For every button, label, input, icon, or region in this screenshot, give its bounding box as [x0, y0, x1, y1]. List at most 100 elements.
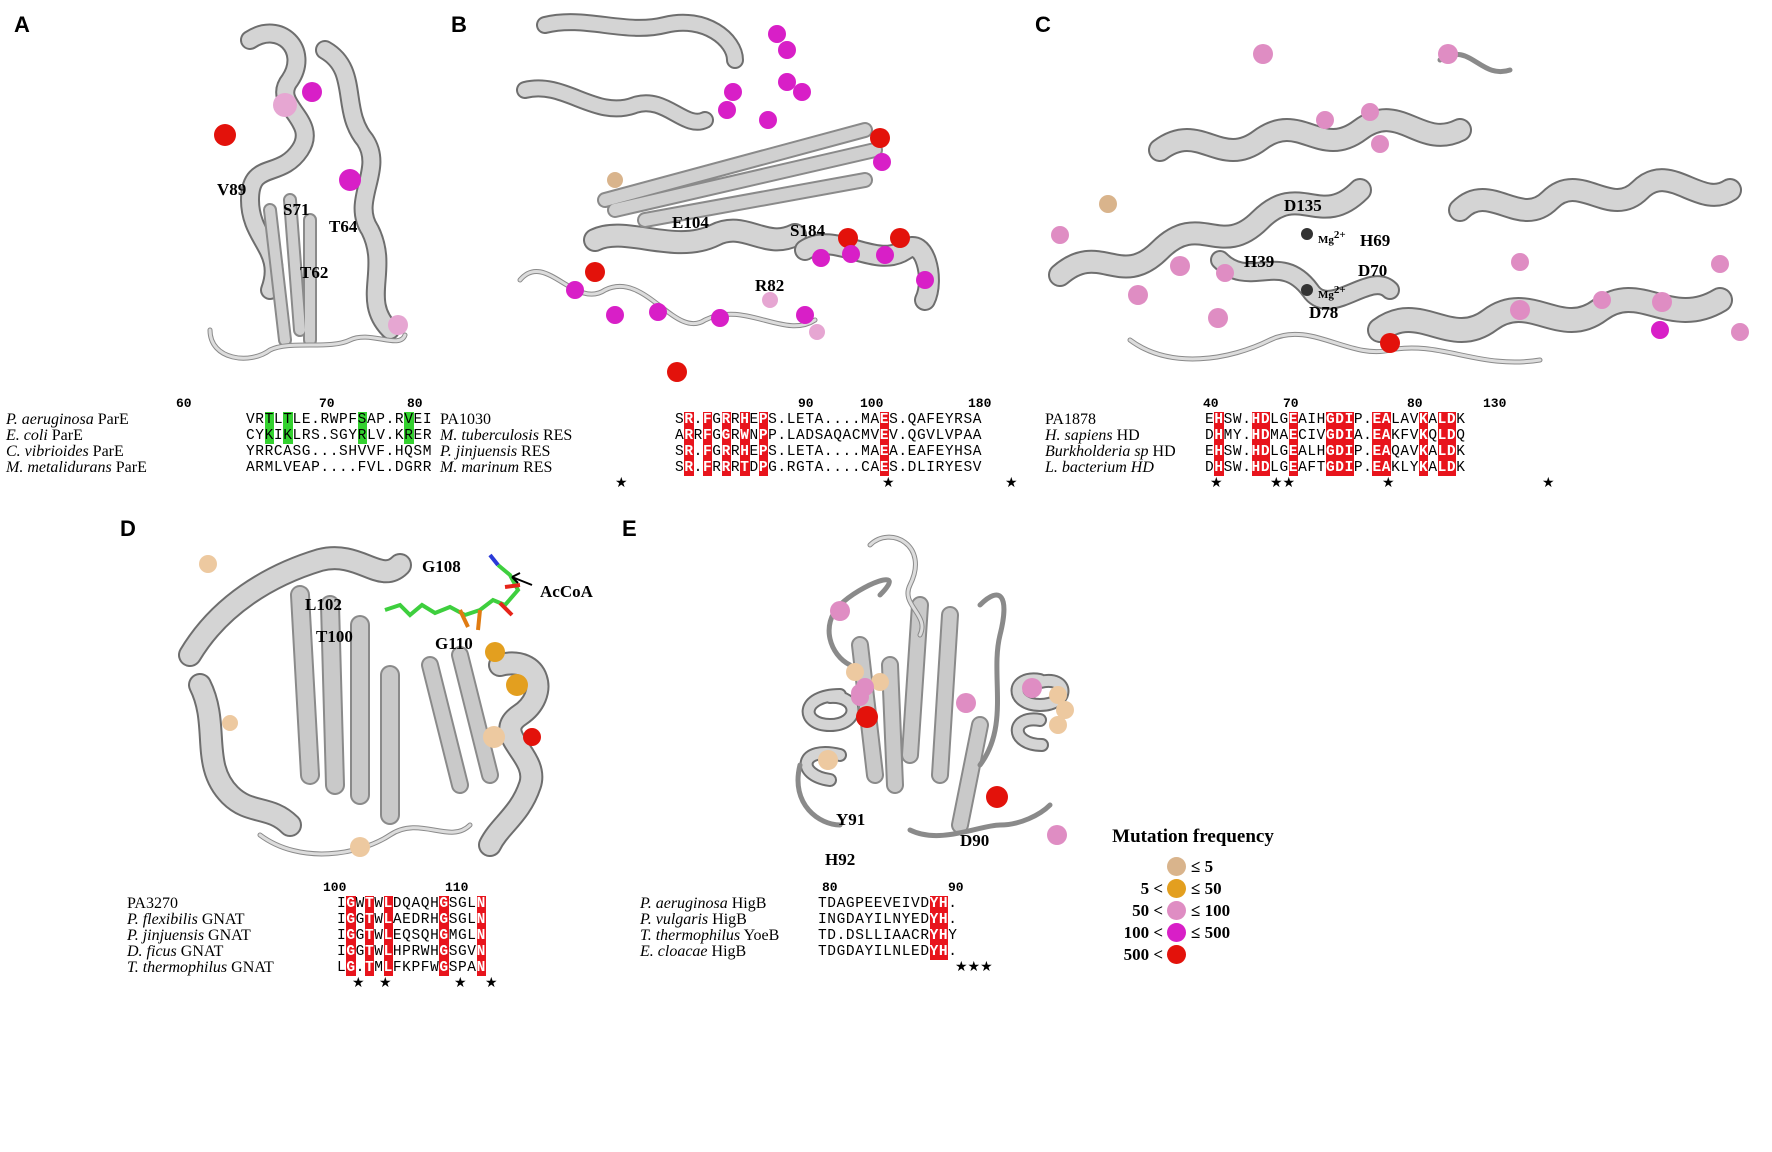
mutation-sphere [842, 245, 860, 263]
mutation-sphere [1047, 825, 1067, 845]
mutation-sphere [222, 715, 238, 731]
alignment-row: P. jinjuensis RES SR.FGRRHEPS.LETA....MA… [440, 443, 983, 460]
ligand-arrow [511, 572, 533, 586]
residue-label: D78 [1309, 303, 1338, 322]
residue-label: G108 [422, 557, 461, 576]
mutation-sphere [1022, 678, 1042, 698]
panel-b-letter: B [451, 12, 467, 37]
panel-d-letter: D [120, 516, 136, 541]
legend-title: Mutation frequency [1112, 826, 1274, 847]
mutation-sphere [724, 83, 742, 101]
mutation-sphere [1361, 103, 1379, 121]
mutation-sphere [830, 601, 850, 621]
residue-label: D90 [960, 831, 989, 850]
mutation-sphere [1438, 44, 1458, 64]
protein-ribbon [1048, 51, 1742, 365]
mutation-sphere [768, 25, 786, 43]
mutation-sphere [606, 306, 624, 324]
residue-label: H69 [1360, 231, 1390, 250]
mutation-sphere [856, 706, 878, 728]
mutation-sphere [1056, 701, 1074, 719]
residue-label: D70 [1358, 261, 1387, 280]
mutation-sphere [1652, 292, 1672, 312]
mutation-sphere [1051, 226, 1069, 244]
mutation-sphere [350, 837, 370, 857]
alignment-row: H. sapiens HD DHMY.HDMAECIVGDIA.EAKFVKQL… [1045, 427, 1466, 444]
mutation-sphere [199, 555, 217, 573]
alignment-row: E. coli ParE CYKIKLRS.SGYRLV.KRER [6, 427, 433, 444]
mutation-sphere [856, 678, 874, 696]
protein-ribbon [178, 546, 550, 857]
alignment-row: T. thermophilus GNAT LG.TMLFKPFWGSPAN [127, 959, 486, 976]
alignment-row: P. vulgaris HigB INGDAYILNYEDYH. [640, 911, 958, 928]
mutation-sphere [667, 362, 687, 382]
mutation-sphere [339, 169, 361, 191]
mutation-sphere [890, 228, 910, 248]
mutation-sphere [1099, 195, 1117, 213]
alignment-ruler: 100 110 [323, 880, 469, 895]
mutation-sphere [302, 82, 322, 102]
alignment-gnat: 100 110 PA3270 IGWTWLDQAQHGSGLN P. flexi… [127, 880, 547, 992]
protein-ribbon [207, 23, 408, 361]
alignment-row: E. cloacae HigB TDGDAYILNLEDYH. [640, 943, 958, 960]
mutation-sphere [214, 124, 236, 146]
alignment-hd: 40 70 80 130 PA1878 EHSW.HDLGEAIHGDIP.EA… [1045, 396, 1765, 492]
mutation-sphere [1216, 264, 1234, 282]
mutation-sphere [566, 281, 584, 299]
mutation-sphere [870, 128, 890, 148]
mutation-sphere [607, 172, 623, 188]
residue-label: Y91 [836, 810, 865, 829]
structure-parE: V89 S71 T64 T62 [207, 23, 408, 361]
residue-label: S184 [790, 221, 825, 240]
mutation-sphere [956, 693, 976, 713]
alignment-row: C. vibrioides ParE YRRCASG...SHVVF.HQSM [6, 443, 433, 461]
conservation-stars: ★★★ [955, 960, 993, 975]
mutation-sphere [1371, 135, 1389, 153]
mutation-sphere [1511, 253, 1529, 271]
alignment-row: P. flexibilis GNAT IGGTWLAEDRHGSGLN [127, 911, 486, 928]
mutation-sphere [1049, 686, 1067, 704]
residue-label: H39 [1244, 252, 1274, 271]
alignment-ruler: 80 90 [822, 880, 964, 895]
alignment-row: T. thermophilus YoeB TD.DSLLIAACRYHY [640, 927, 958, 944]
mutation-sphere [916, 271, 934, 289]
mutation-sphere [871, 673, 889, 691]
residue-label: G110 [435, 634, 473, 653]
residue-label: H92 [825, 850, 855, 869]
mutation-sphere [1711, 255, 1729, 273]
alignment-row: D. ficus GNAT IGGTWLHPRWHGSGVN [127, 943, 486, 960]
mutation-sphere [796, 306, 814, 324]
legend-swatch [1167, 923, 1186, 942]
mutation-sphere [759, 111, 777, 129]
legend-swatch [1167, 879, 1186, 898]
alignment-row: P. jinjuensis GNAT IGGTWLEQSQHGMGLN [127, 927, 486, 944]
residue-label: T100 [316, 627, 353, 646]
mutation-sphere [388, 315, 408, 335]
residue-label: S71 [283, 200, 309, 219]
alignment-row: PA1030 SR.FGRRHEPS.LETA....MAES.QAFEYRSA [440, 411, 983, 428]
residue-label: L102 [305, 595, 342, 614]
mutation-sphere [1731, 323, 1749, 341]
mutation-sphere [718, 101, 736, 119]
residue-label: R82 [755, 276, 784, 295]
mutation-sphere [1253, 44, 1273, 64]
mutation-sphere [1380, 333, 1400, 353]
alignment-ruler: 40 70 80 130 [1203, 396, 1507, 411]
residue-label: T64 [329, 217, 358, 236]
alignment-higB: 80 90 P. aeruginosa HigB TDAGPEEVEIVDYH.… [640, 880, 1060, 976]
legend-swatch [1167, 945, 1186, 964]
alignment-parE: 60 70 80 P. aeruginosa ParE VRTLTLE.RWPF… [6, 396, 436, 476]
alignment-ruler: 60 70 80 [176, 396, 423, 411]
mutation-sphere [273, 93, 297, 117]
mutation-sphere [483, 726, 505, 748]
alignment-row: PA3270 IGWTWLDQAQHGSGLN [127, 895, 486, 912]
acetyl-coa-ligand [384, 553, 521, 631]
mutation-sphere [812, 249, 830, 267]
mutation-sphere [649, 303, 667, 321]
residue-label: E104 [672, 213, 709, 232]
mutation-frequency-legend: Mutation frequency ≤ 5 5 < ≤ 50 50 < ≤ 1… [1093, 826, 1293, 966]
protein-ribbon [516, 13, 940, 329]
conservation-stars: ★ ★★ ★ ★ [1210, 476, 1555, 491]
legend-item: 500 < [1093, 944, 1293, 966]
mutation-sphere [1208, 308, 1228, 328]
